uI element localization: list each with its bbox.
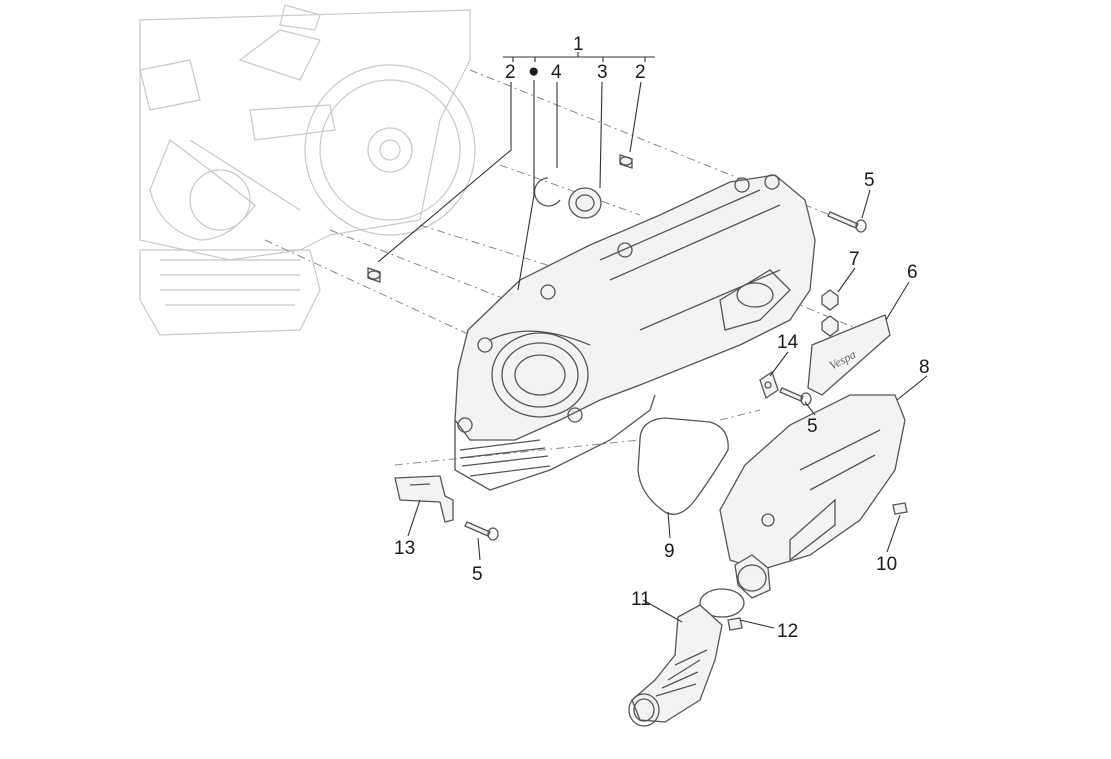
air-filter-housing — [719, 394, 906, 599]
hose-clamp — [699, 588, 745, 631]
callout-7: 7 — [849, 249, 860, 270]
engine-background-ghost — [139, 4, 476, 336]
intake-hose — [628, 604, 723, 727]
callout-4: 4 — [551, 62, 562, 83]
callout-3: 3 — [597, 62, 608, 83]
screw-bottom-left — [464, 521, 499, 541]
circlip — [533, 177, 561, 207]
callout-10: 10 — [876, 554, 897, 575]
housing-screw — [892, 502, 908, 515]
screw-middle — [779, 387, 812, 406]
callout-6: 6 — [907, 262, 918, 283]
transmission-cover — [454, 174, 816, 491]
callout-labels: 1 2 ● 4 3 2 5 7 6 14 8 5 9 10 11 12 13 5 — [394, 34, 930, 642]
callout-8: 8 — [919, 357, 930, 378]
callout-5-top: 5 — [864, 170, 875, 191]
leader-lines — [377, 52, 928, 629]
bullet-mark: ● — [528, 61, 539, 82]
badge-plate: Vespa — [807, 314, 891, 396]
callout-5-bottom: 5 — [472, 564, 483, 585]
nut-upper — [821, 289, 839, 311]
dowel-pin-left — [367, 267, 381, 283]
callout-11: 11 — [631, 589, 651, 610]
callout-13: 13 — [394, 538, 415, 559]
callout-1: 1 — [573, 34, 584, 55]
mounting-bracket — [394, 475, 454, 523]
gasket-seal — [637, 417, 729, 515]
bearing — [568, 187, 602, 219]
callout-14: 14 — [777, 332, 799, 353]
callout-9: 9 — [664, 541, 675, 562]
nut-lower — [821, 315, 839, 337]
callout-2-right: 2 — [635, 62, 646, 83]
callout-5-middle: 5 — [807, 416, 818, 437]
small-bracket — [759, 370, 779, 400]
callout-2-left: 2 — [505, 62, 516, 83]
callout-12: 12 — [777, 621, 798, 642]
dowel-pin-right — [619, 154, 633, 169]
screw-top-right — [827, 211, 867, 233]
